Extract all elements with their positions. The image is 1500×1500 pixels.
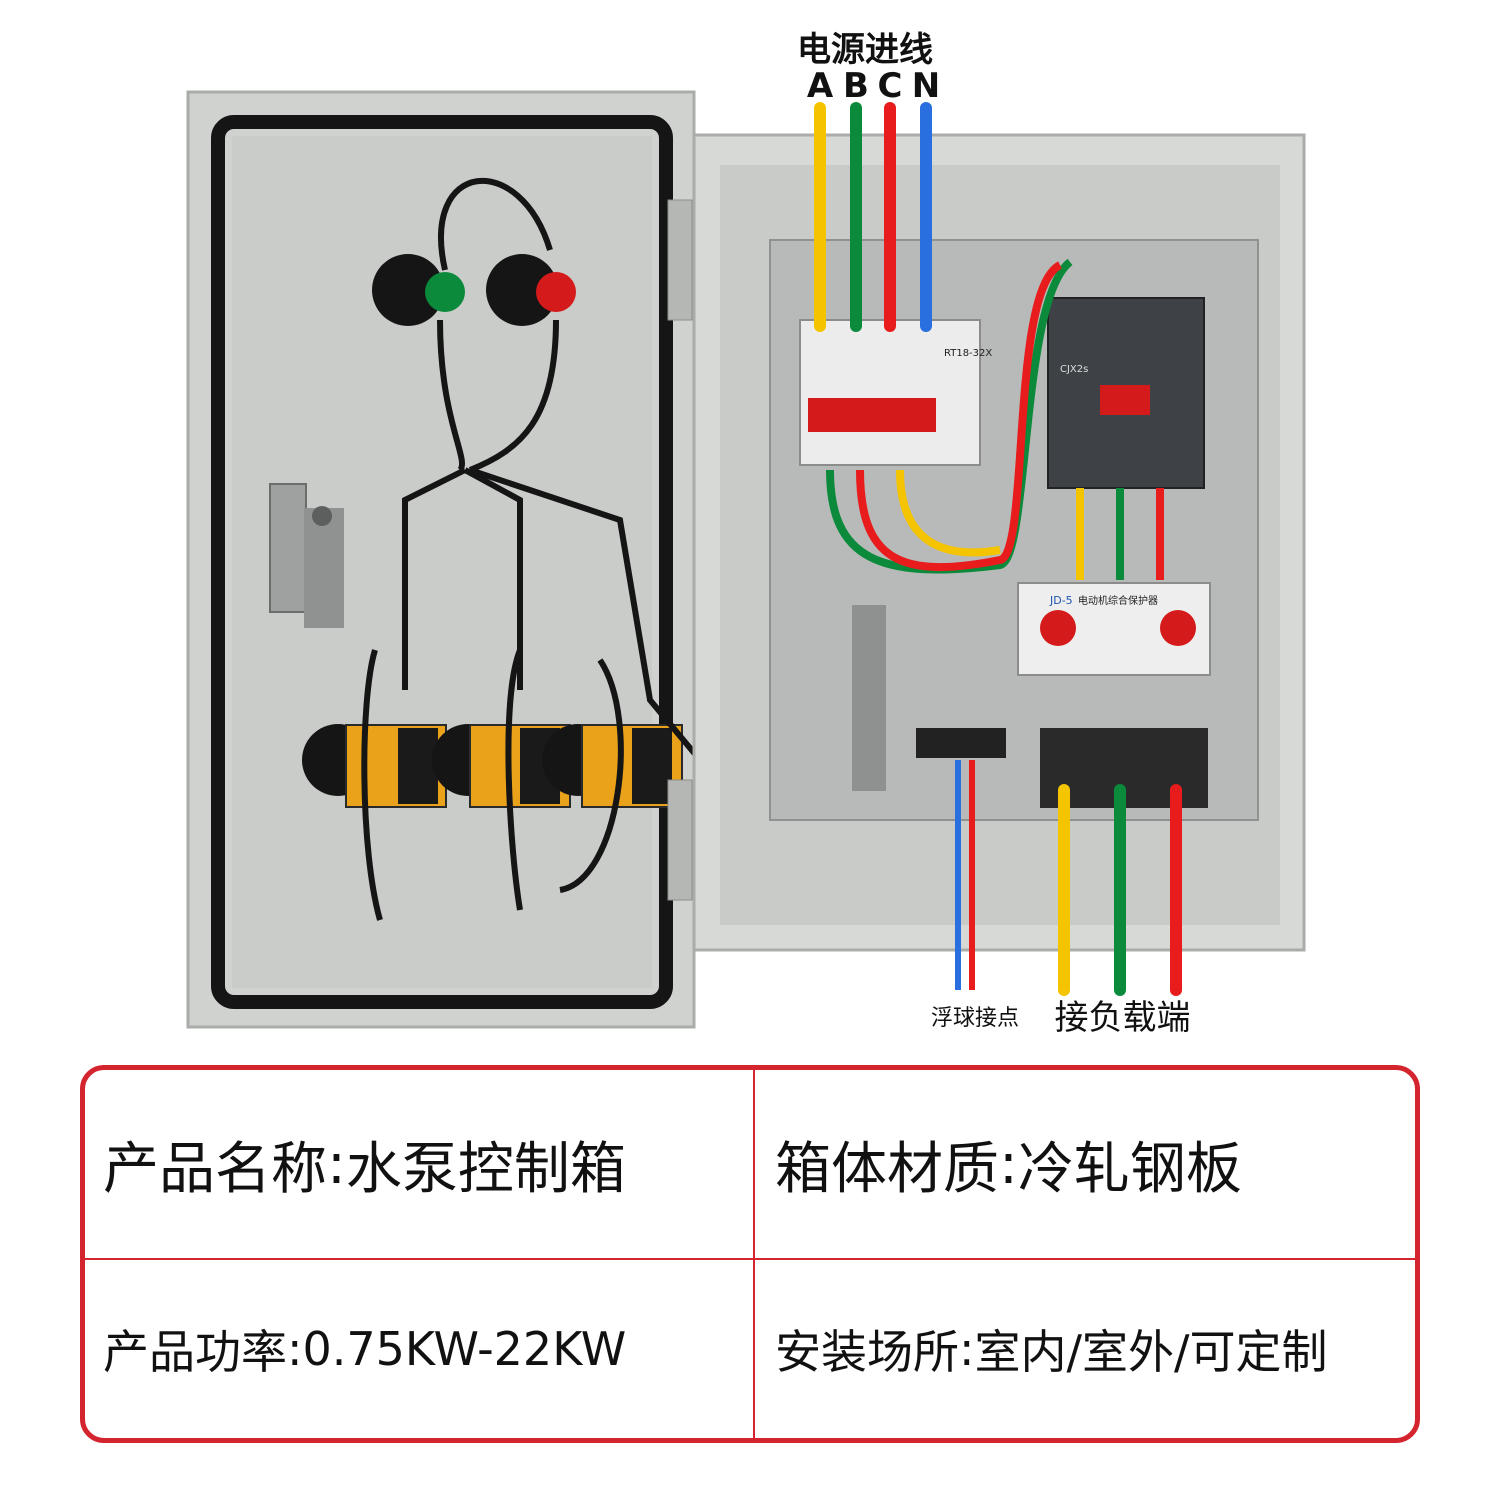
float-contact-label: 浮球接点 — [930, 1006, 1019, 1031]
spec-box-material: 箱体材质:冷轧钢板 — [775, 1131, 1242, 1202]
cabinet-body: RT18-32X CJX2s JD-5 电动机综合保护器 — [692, 133, 1306, 952]
spec-row-2: 产品功率:0.75KW-22KW 安装场所:室内/室外/可定制 — [85, 1260, 1415, 1438]
spec-install-location: 安装场所:室内/室外/可定制 — [775, 1322, 1328, 1379]
motor-protector: JD-5 电动机综合保护器 — [1017, 582, 1211, 676]
protector-name: 电动机综合保护器 — [1078, 594, 1158, 607]
contactor-model: CJX2s — [1060, 364, 1088, 375]
door-wiring — [361, 177, 703, 921]
breaker-model: RT18-32X — [944, 348, 992, 359]
cabinet-door — [186, 90, 703, 1029]
contactor: CJX2s — [1047, 297, 1205, 489]
power-inlet-label: 电源进线 — [797, 30, 933, 70]
phase-label-c: C — [877, 66, 903, 106]
door-lock — [269, 483, 344, 628]
float-contact-wires — [955, 760, 975, 990]
spec-table: 产品名称:水泵控制箱 箱体材质:冷轧钢板 产品功率:0.75KW-22KW 安装… — [80, 1065, 1420, 1443]
phase-label-b: B — [843, 66, 869, 106]
load-wires — [1058, 784, 1182, 996]
control-box-photo: RT18-32X CJX2s JD-5 电动机综合保护器 — [186, 90, 1306, 1029]
protector-model: JD-5 — [1049, 594, 1073, 607]
load-end-label: 接负载端 — [1054, 998, 1191, 1038]
spec-product-name: 产品名称:水泵控制箱 — [85, 1070, 755, 1258]
spec-row-1: 产品名称:水泵控制箱 箱体材质:冷轧钢板 — [85, 1070, 1415, 1260]
supply-wires — [814, 102, 932, 332]
spec-product-power: 产品功率:0.75KW-22KW — [85, 1260, 755, 1438]
circuit-breaker: RT18-32X — [799, 319, 992, 466]
push-button-3 — [542, 724, 683, 808]
phase-label-n: N — [911, 66, 941, 106]
indicator-lamp-red — [486, 254, 576, 326]
indicator-lamp-green — [372, 254, 465, 326]
phase-label-a: A — [806, 66, 834, 106]
